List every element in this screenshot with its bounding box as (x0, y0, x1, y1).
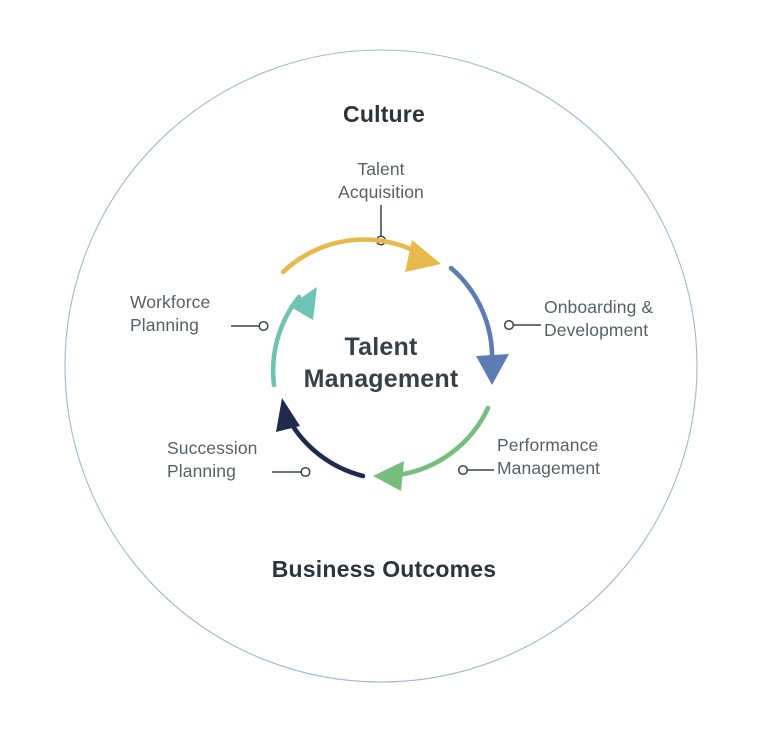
connector-onboarding-development (503, 319, 541, 331)
label-onboarding-development: Onboarding & Development (544, 297, 654, 340)
label-workforce-planning: Workforce Planning (130, 292, 211, 335)
label-performance-management: Performance Management (497, 435, 601, 478)
arrow-workforce-planning (270, 287, 317, 388)
connector-succession-planning (272, 466, 311, 478)
arrow-succession-planning (276, 398, 366, 479)
arrow-performance-management (373, 405, 491, 491)
heading-culture: Culture (343, 101, 425, 127)
heading-business-outcomes: Business Outcomes (271, 556, 497, 582)
outer-circle (64, 49, 698, 683)
label-succession-planning: Succession Planning (167, 438, 258, 481)
label-talent-acquisition: Talent Acquisition (338, 159, 424, 202)
connector-workforce-planning (231, 320, 269, 332)
connector-performance-management (457, 464, 494, 476)
arrow-talent-acquisition (280, 237, 441, 275)
center-label: Talent Management (303, 333, 459, 393)
arrow-onboarding-development (448, 265, 509, 385)
